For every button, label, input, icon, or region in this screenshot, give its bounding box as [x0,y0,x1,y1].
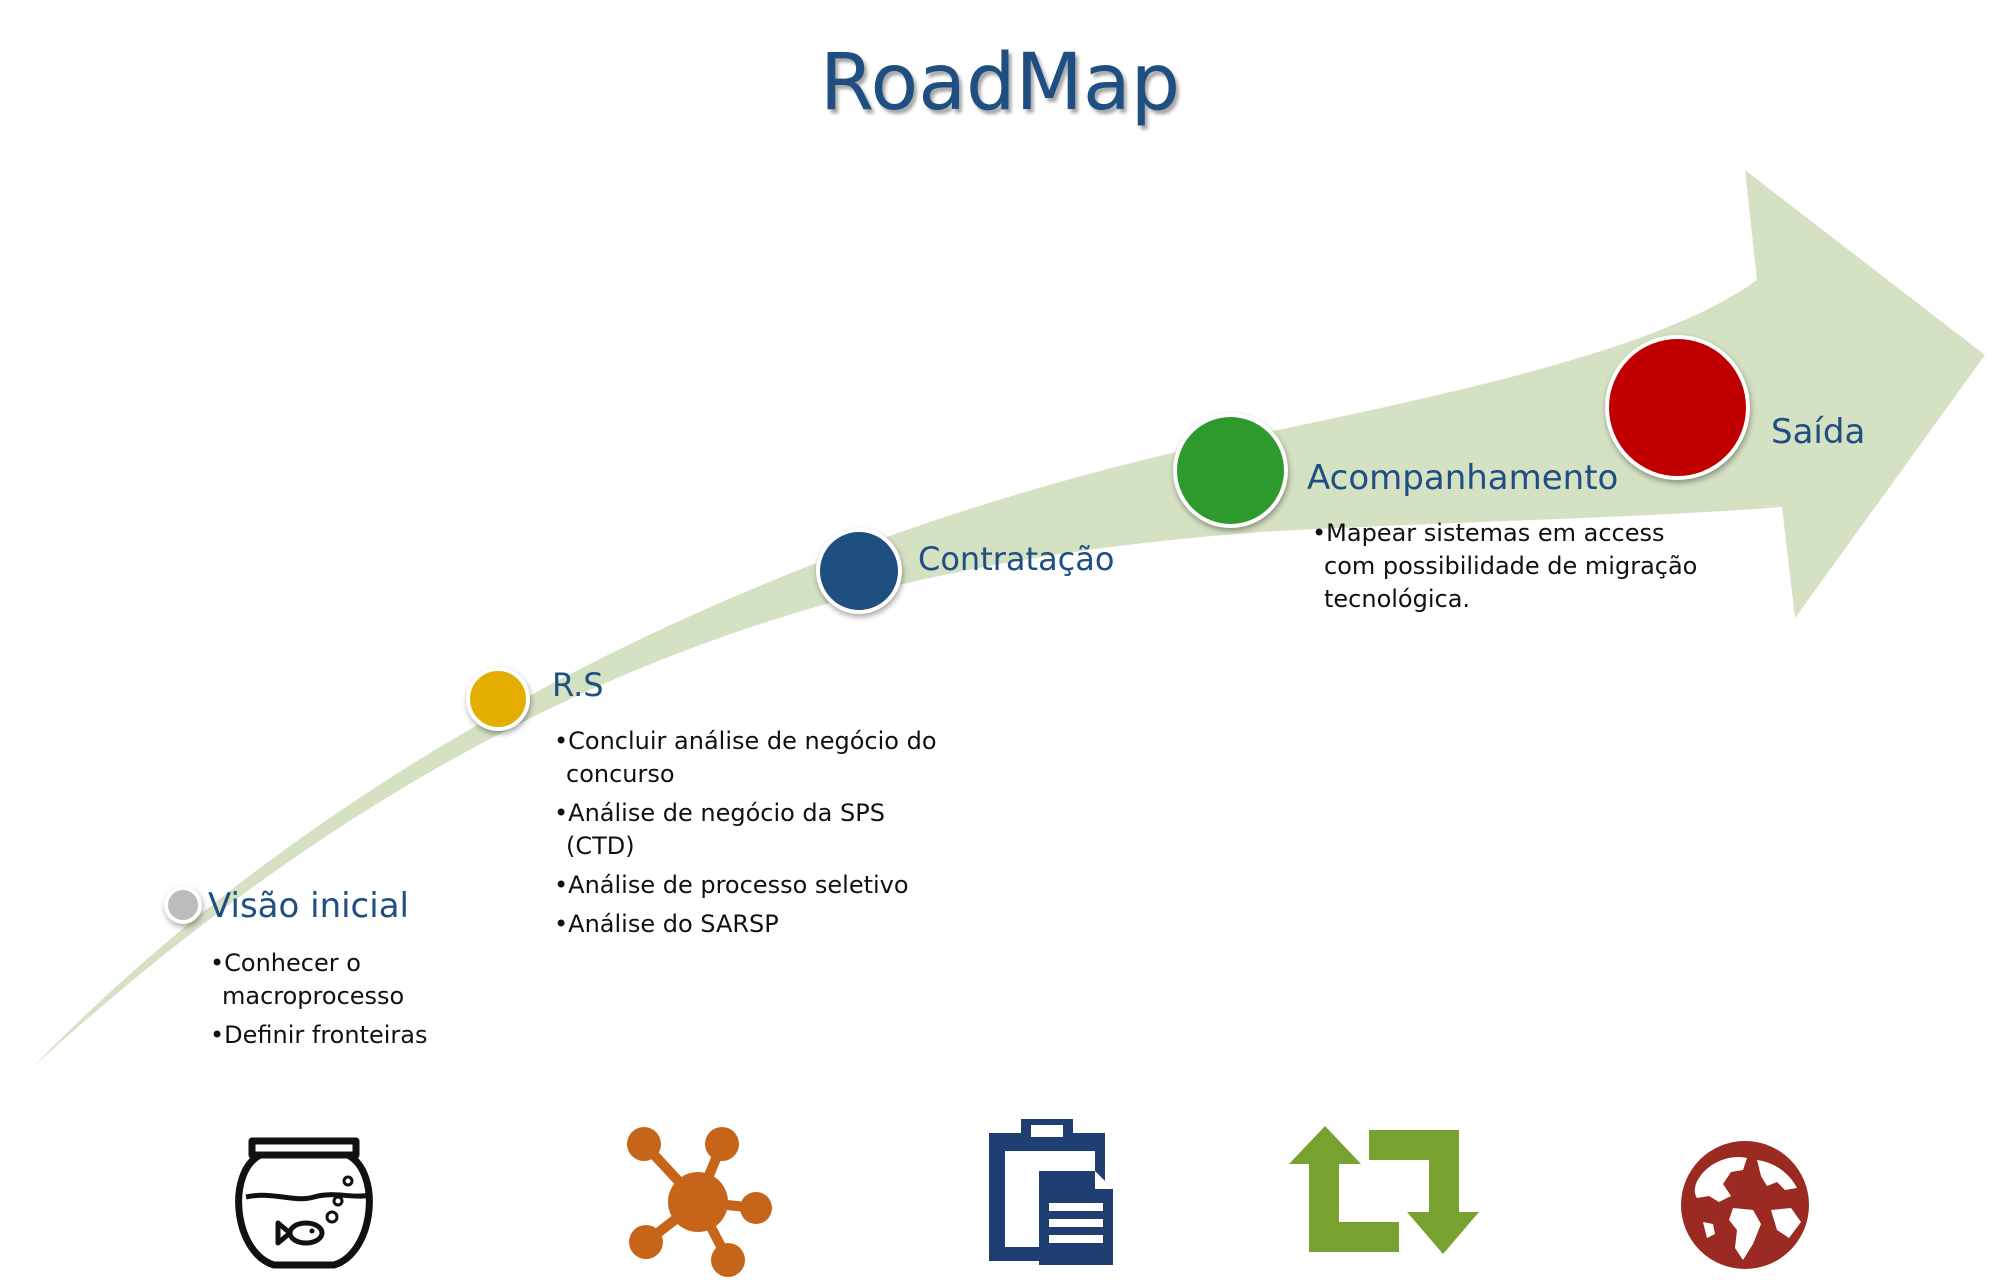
stage-marker-rs [466,667,530,731]
fishbowl-icon [235,1137,373,1269]
stage-title-contratacao: Contratação [918,540,1115,578]
stage-title-saida: Saída [1771,412,1866,452]
page-title: RoadMap [819,38,1181,128]
network-icon [627,1127,772,1277]
bullet-item: Concluir análise de negócio do concurso [554,725,944,791]
stage-title-rs: R.S [552,666,604,704]
stage-marker-vision [164,886,202,924]
stage-marker-contratacao [816,528,902,614]
stage-bullets-acompanhamento: Mapear sistemas em access com possibilid… [1312,517,1722,622]
clipboard-icon [989,1119,1113,1265]
stage-bullets-vision: Conhecer o macroprocesso Definir frontei… [210,947,470,1058]
bullet-item: Análise de processo seletivo [554,869,944,902]
stage-marker-saida [1605,335,1750,480]
bullet-item: Análise de negócio da SPS (CTD) [554,797,944,863]
globe-icon [1681,1141,1809,1269]
stage-marker-acompanhamento [1173,413,1288,528]
repeat-icon [1289,1126,1479,1254]
stage-title-acompanhamento: Acompanhamento [1307,458,1619,498]
stage-bullets-rs: Concluir análise de negócio do concurso … [554,725,944,947]
bullet-item: Conhecer o macroprocesso [210,947,470,1013]
bullet-item: Definir fronteiras [210,1019,470,1052]
bullet-item: Mapear sistemas em access com possibilid… [1312,517,1722,616]
bullet-item: Análise do SARSP [554,908,944,941]
stage-title-vision: Visão inicial [208,886,409,926]
